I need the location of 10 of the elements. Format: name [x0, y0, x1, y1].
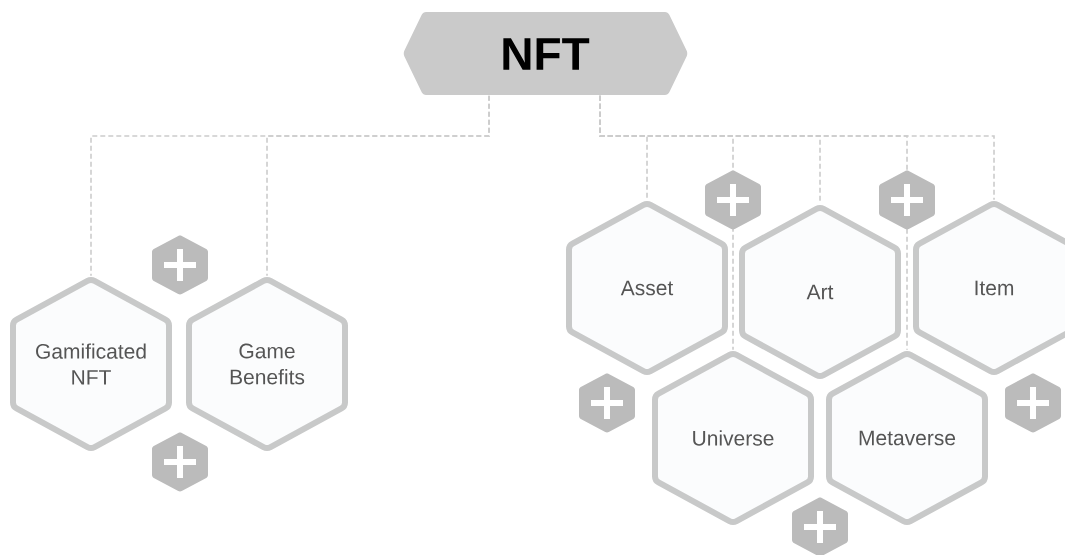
- hexagon: Game Benefits: [186, 277, 348, 451]
- banner-hexagon: NFT: [403, 12, 688, 95]
- connector-line: [266, 94, 490, 277]
- hexagon: Asset: [566, 201, 728, 375]
- hexagon: Art: [739, 205, 901, 379]
- hexagon: Universe: [652, 351, 814, 525]
- connector-line: [599, 94, 995, 201]
- hexagon: Gamificated NFT: [10, 277, 172, 451]
- hexagon: Item: [913, 201, 1065, 375]
- hexagon: Metaverse: [826, 351, 988, 525]
